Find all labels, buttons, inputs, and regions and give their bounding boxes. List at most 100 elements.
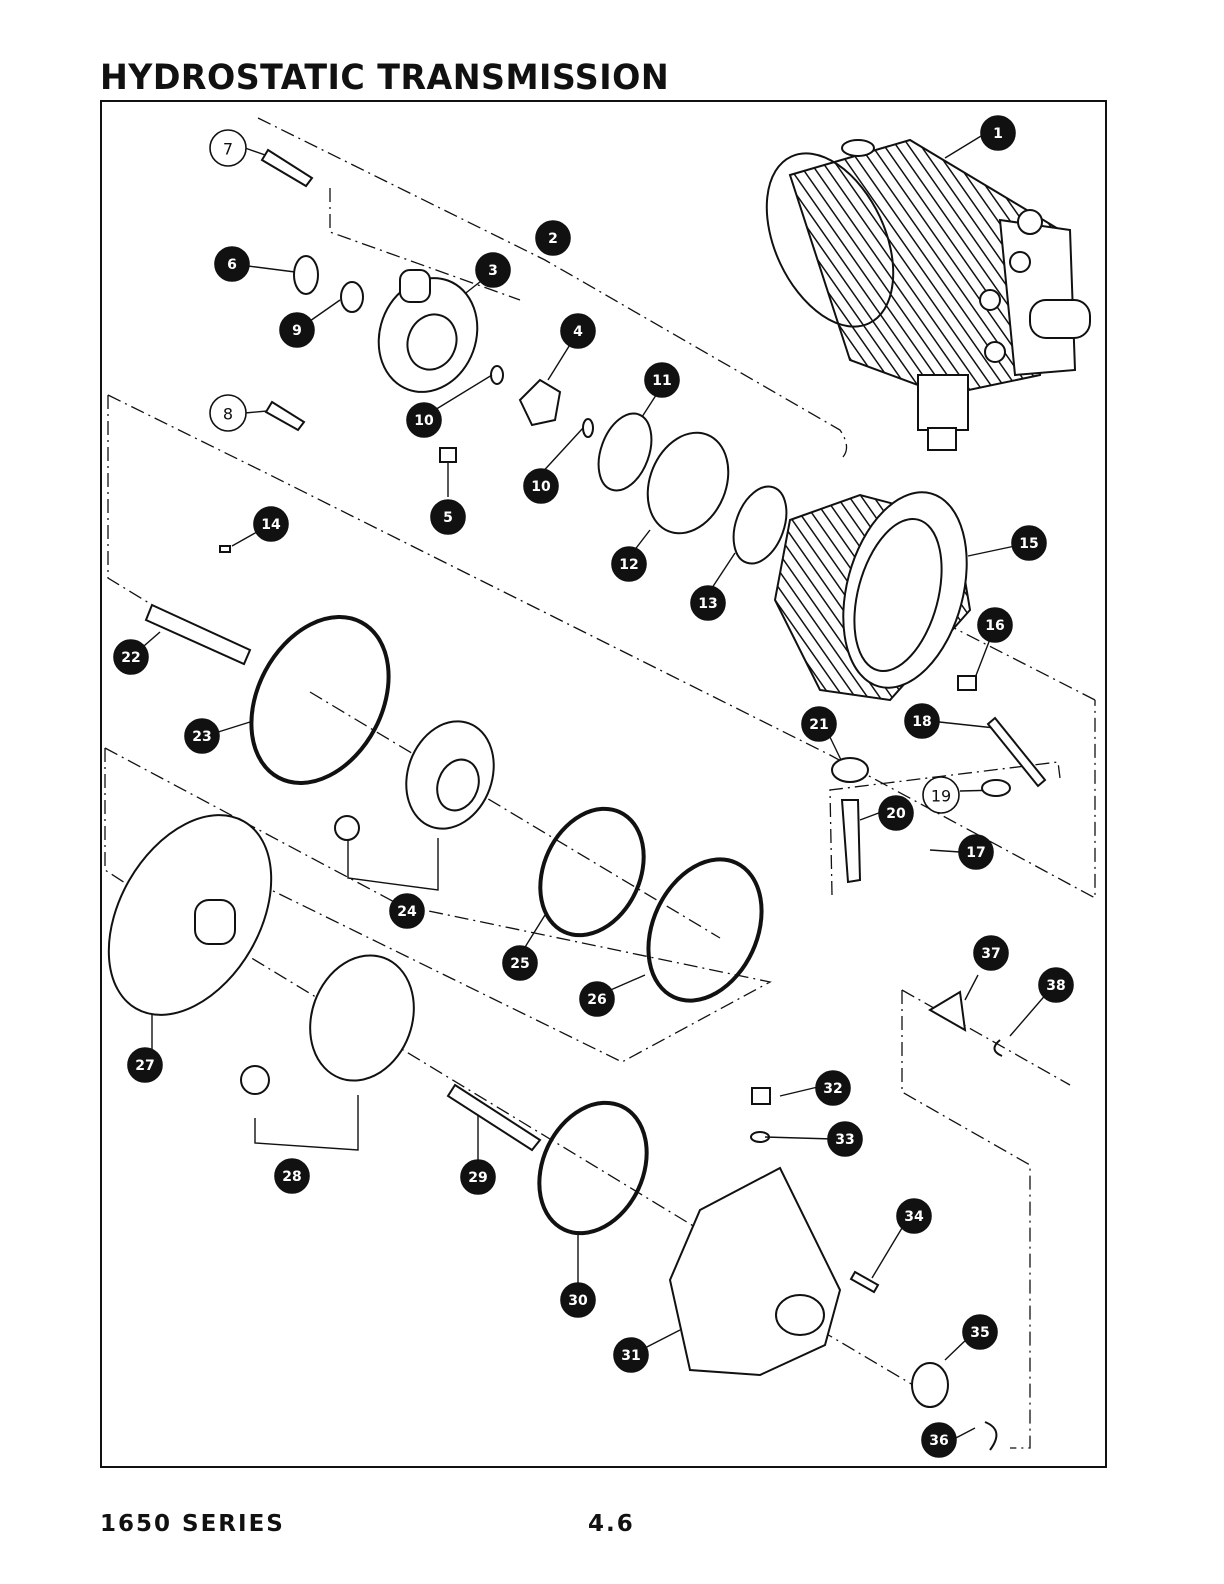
callout-16: 16 [978, 608, 1012, 642]
callout-14: 14 [254, 507, 288, 541]
callout-29: 29 [461, 1160, 495, 1194]
cone-37-illustration [930, 992, 965, 1030]
callout-8-label: 8 [223, 405, 233, 424]
callout-9: 9 [280, 313, 314, 347]
callout-34-label: 34 [904, 1209, 924, 1225]
housing-cover-illustration [670, 1168, 840, 1375]
callout-27-label: 27 [135, 1058, 154, 1074]
washer-9-illustration [341, 282, 363, 312]
oring-10-illustration [491, 366, 503, 384]
key-14-illustration [220, 546, 230, 552]
bolt-8-illustration [266, 402, 304, 430]
large-ring-illustration [224, 593, 416, 807]
callout-1: 1 [981, 116, 1015, 150]
callout-15: 15 [1012, 526, 1046, 560]
callout-5: 5 [431, 500, 465, 534]
callout-26-label: 26 [587, 992, 606, 1008]
callout-38: 38 [1039, 968, 1073, 1002]
callout-11: 11 [645, 363, 679, 397]
callout-16-label: 16 [985, 618, 1004, 634]
plug-16-illustration [958, 676, 976, 690]
valve-20-illustration [842, 800, 860, 882]
callout-20-label: 20 [886, 806, 906, 822]
callout-37-label: 37 [981, 946, 1000, 962]
callout-30-label: 30 [568, 1293, 588, 1309]
callout-10b-label: 10 [531, 479, 551, 495]
page-number: 4.6 [588, 1511, 635, 1537]
callout-10a-label: 10 [414, 413, 434, 429]
callout-10b: 10 [524, 469, 558, 503]
callout-31: 31 [614, 1338, 648, 1372]
callout-21-label: 21 [809, 717, 828, 733]
callout-24: 24 [390, 894, 424, 928]
plug-32-illustration [752, 1088, 770, 1104]
callout-22-label: 22 [121, 650, 140, 666]
callout-11-label: 11 [652, 373, 671, 389]
callout-35-label: 35 [970, 1325, 989, 1341]
callout-22: 22 [114, 640, 148, 674]
callout-8: 8 [210, 395, 246, 431]
callout-18-label: 18 [912, 714, 931, 730]
cam-ring-illustration [627, 841, 784, 1019]
series-label: 1650 SERIES [100, 1511, 285, 1537]
callout-6-label: 6 [227, 257, 237, 273]
callout-24-label: 24 [397, 904, 417, 920]
callout-33: 33 [828, 1122, 862, 1156]
callout-36: 36 [922, 1423, 956, 1457]
callout-4: 4 [561, 314, 595, 348]
charge-pump-illustration [363, 264, 493, 406]
callout-25: 25 [503, 946, 537, 980]
callout-7-label: 7 [223, 140, 233, 159]
callout-14-label: 14 [261, 517, 281, 533]
bolt-7-illustration [262, 150, 312, 186]
callout-3-label: 3 [488, 263, 498, 279]
callout-23: 23 [185, 719, 219, 753]
callout-29-label: 29 [468, 1170, 487, 1186]
callout-35: 35 [963, 1315, 997, 1349]
callout-17-label: 17 [966, 845, 985, 861]
callout-15-label: 15 [1019, 536, 1038, 552]
callout-34: 34 [897, 1199, 931, 1233]
callout-12-label: 12 [619, 557, 638, 573]
race-30-illustration [519, 1085, 667, 1251]
callout-27: 27 [128, 1048, 162, 1082]
callout-5-label: 5 [443, 510, 453, 526]
callout-25-label: 25 [510, 956, 529, 972]
snap-ring-36-illustration [985, 1422, 996, 1450]
seal-21-illustration [832, 758, 868, 782]
oring-10b-illustration [583, 419, 593, 437]
callout-20: 20 [879, 796, 913, 830]
motor-housing-illustration [775, 478, 987, 701]
callout-36-label: 36 [929, 1433, 948, 1449]
pin-5-illustration [440, 448, 456, 462]
callout-23-label: 23 [192, 729, 211, 745]
callout-30: 30 [561, 1283, 595, 1317]
pin-18-illustration [988, 718, 1045, 786]
callout-13-label: 13 [698, 596, 717, 612]
pump-shaft-illustration [146, 605, 250, 664]
gerotor-illustration [520, 380, 560, 425]
bearing-35-illustration [912, 1363, 948, 1407]
callout-6: 6 [215, 247, 249, 281]
callout-17: 17 [959, 835, 993, 869]
washer-19-illustration [982, 780, 1010, 796]
callout-2-label: 2 [548, 231, 558, 247]
callout-2: 2 [536, 221, 570, 255]
callout-18: 18 [905, 704, 939, 738]
pump-rotor-illustration [392, 709, 509, 841]
callout-32: 32 [816, 1071, 850, 1105]
callout-26: 26 [580, 982, 614, 1016]
callout-21: 21 [802, 707, 836, 741]
callout-13: 13 [691, 586, 725, 620]
callout-1-label: 1 [993, 126, 1003, 142]
callout-31-label: 31 [621, 1348, 640, 1364]
race-25-illustration [521, 792, 664, 952]
callout-32-label: 32 [823, 1081, 842, 1097]
washer-6-illustration [294, 256, 318, 294]
callout-3: 3 [476, 253, 510, 287]
callout-9-label: 9 [292, 323, 302, 339]
callout-10a: 10 [407, 403, 441, 437]
callout-19: 19 [923, 777, 959, 813]
callout-7: 7 [210, 130, 246, 166]
